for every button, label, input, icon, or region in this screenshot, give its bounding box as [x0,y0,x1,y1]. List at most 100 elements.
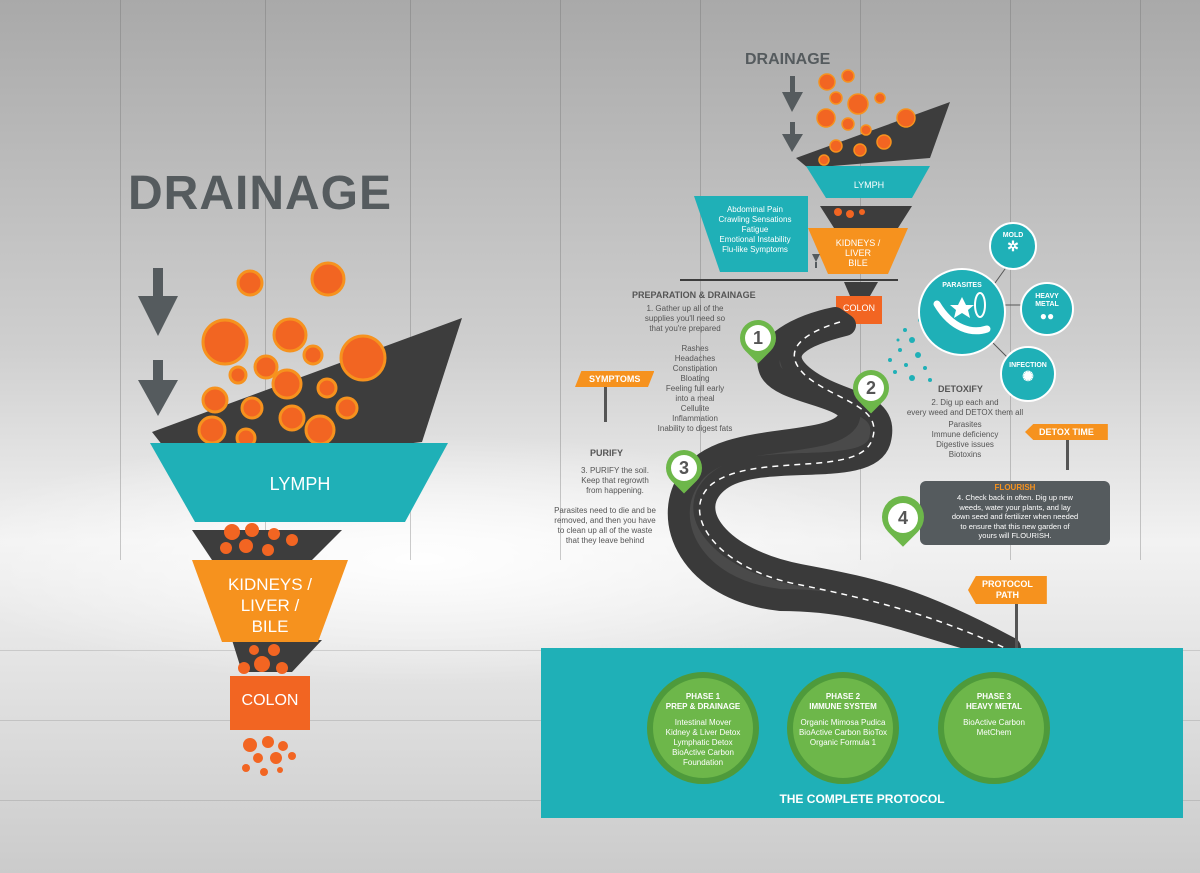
bubbles-decoration [197,261,387,449]
text-line: Kidney & Liver Detox [665,728,741,737]
phase-items: Intestinal Mover Kidney & Liver Detox Ly… [653,718,753,768]
arrow-down-icon [812,254,820,268]
road-path [667,307,1021,659]
step1-number: 1 [745,325,771,351]
metal-icon: ●● [1039,309,1055,323]
sign-post [1015,600,1018,648]
step1-heading: PREPARATION & DRAINAGE [632,290,756,300]
symptoms-funnel [694,196,808,272]
arrow-down-icon [782,122,803,152]
right-title: DRAINAGE [745,51,831,68]
text-line: Immune deficiency [931,430,999,439]
plank-line [1010,0,1011,560]
left-title: DRAINAGE [128,167,393,220]
sign-post [604,382,607,422]
phase-1-circle[interactable]: PHASE 1 PREP & DRAINAGE Intestinal Mover… [647,672,759,784]
symptom-item: Crawling Sensations [718,215,792,224]
text-line: Keep that regrowth [581,476,649,485]
text-line: BioActive Carbon [963,718,1025,727]
plank-line [120,0,121,560]
text-line: Inflammation [672,414,718,423]
kidneys-label: KIDNEYS / LIVER / BILE [205,574,335,637]
symptoms-list: Abdominal Pain Crawling Sensations Fatig… [700,205,810,255]
arrow-down-icon [138,268,178,336]
bubbles-decoration [816,69,916,166]
heavy-metal-label: HEAVY METAL [1022,293,1072,309]
label-line: HEAVY [1035,293,1059,300]
dark-ramp-colon [844,282,878,296]
text-line: PHASE 3 [976,692,1012,701]
text-line: BioActive Carbon [672,748,734,757]
sign-line: PATH [995,590,1019,600]
step3-text: 3. PURIFY the soil. Keep that regrowth f… [570,466,660,496]
text-line: MetChem [976,728,1012,737]
text-line: removed, and then you have [554,516,656,525]
text-line: Headaches [674,354,716,363]
text-line: Lymphatic Detox [673,738,733,747]
step1-text: 1. Gather up all of the supplies you'll … [630,304,740,334]
step3-text2: Parasites need to die and be removed, an… [548,506,662,546]
text-line: Organic Formula 1 [809,738,877,747]
text-line: into a meal [675,394,715,403]
text-line: Cellulite [680,404,710,413]
text-line: 3. PURIFY the soil. [581,466,649,475]
plank-line [560,0,561,560]
right-kidneys-line: BILE [848,258,868,268]
symptom-item: Emotional Instability [719,235,791,244]
dark-ramp-lower [820,206,912,228]
phase-items: Organic Mimosa Pudica BioActive Carbon B… [793,718,893,748]
text-line: HEAVY METAL [965,702,1022,711]
kidneys-funnel [192,560,348,642]
plank-line [1140,0,1141,560]
phase-title: PHASE 3 HEAVY METAL [944,692,1044,712]
text-line: Foundation [682,758,724,767]
text-line: Organic Mimosa Pudica [800,718,886,727]
infection-label: INFECTION [1009,362,1047,369]
bubbles-decoration [238,644,288,674]
colon-label: COLON [241,692,299,709]
detox-time-sign: DETOX TIME [1025,424,1108,440]
lymph-funnel [806,166,930,198]
mold-label: MOLD [1002,232,1024,239]
lymph-funnel [150,443,448,522]
text-line: Biotoxins [948,450,982,459]
text-line: Rashes [681,344,709,353]
phase-3-circle[interactable]: PHASE 3 HEAVY METAL BioActive Carbon Met… [938,672,1050,784]
road-center-line [699,321,1006,649]
virus-icon: ✺ [1022,368,1034,384]
phase-title: PHASE 2 IMMUNE SYSTEM [793,692,893,712]
sign-post [1066,440,1069,470]
plank-line [265,0,266,560]
text-line: from happening. [586,486,644,495]
heavy-metal-bubble: HEAVY METAL ●● [1020,282,1074,336]
protocol-title: THE COMPLETE PROTOCOL [779,792,945,806]
kidneys-funnel [808,228,908,274]
text-line: Digestive issues [936,440,994,449]
text-line: that you're prepared [649,324,721,333]
text-line: Parasites [948,420,982,429]
phase-items: BioActive Carbon MetChem [944,718,1044,738]
mold-icon: ✲ [1007,238,1019,254]
step2-heading: DETOXIFY [938,384,983,394]
text-line: IMMUNE SYSTEM [809,702,877,711]
plank-line [410,0,411,560]
step2-items: Parasites Immune deficiency Digestive is… [920,420,1010,460]
step3-heading: PURIFY [590,448,624,458]
arrow-down-icon [138,360,178,416]
text-line: 2. Dig up each and [931,398,999,407]
phase-2-circle[interactable]: PHASE 2 IMMUNE SYSTEM Organic Mimosa Pud… [787,672,899,784]
text-line: to clean up all of the waste [557,526,653,535]
step4-number: 4 [888,503,918,533]
step1-symptoms: Rashes Headaches Constipation Bloating F… [650,344,740,434]
step4-heading: FLOURISH [994,483,1036,492]
text-line: to ensure that this new garden of [960,521,1070,531]
symptoms-sign: SYMPTOMS [575,371,655,387]
right-colon-label: COLON [842,303,875,313]
flourish-box: FLOURISH 4. Check back in often. Dig up … [920,481,1110,545]
step3-number: 3 [671,455,697,481]
text-line: PHASE 2 [825,692,861,701]
lymph-label: LYMPH [269,474,331,494]
text-line: weeds, water your plants, and lay [959,502,1071,512]
text-line: that they leave behind [565,536,645,545]
